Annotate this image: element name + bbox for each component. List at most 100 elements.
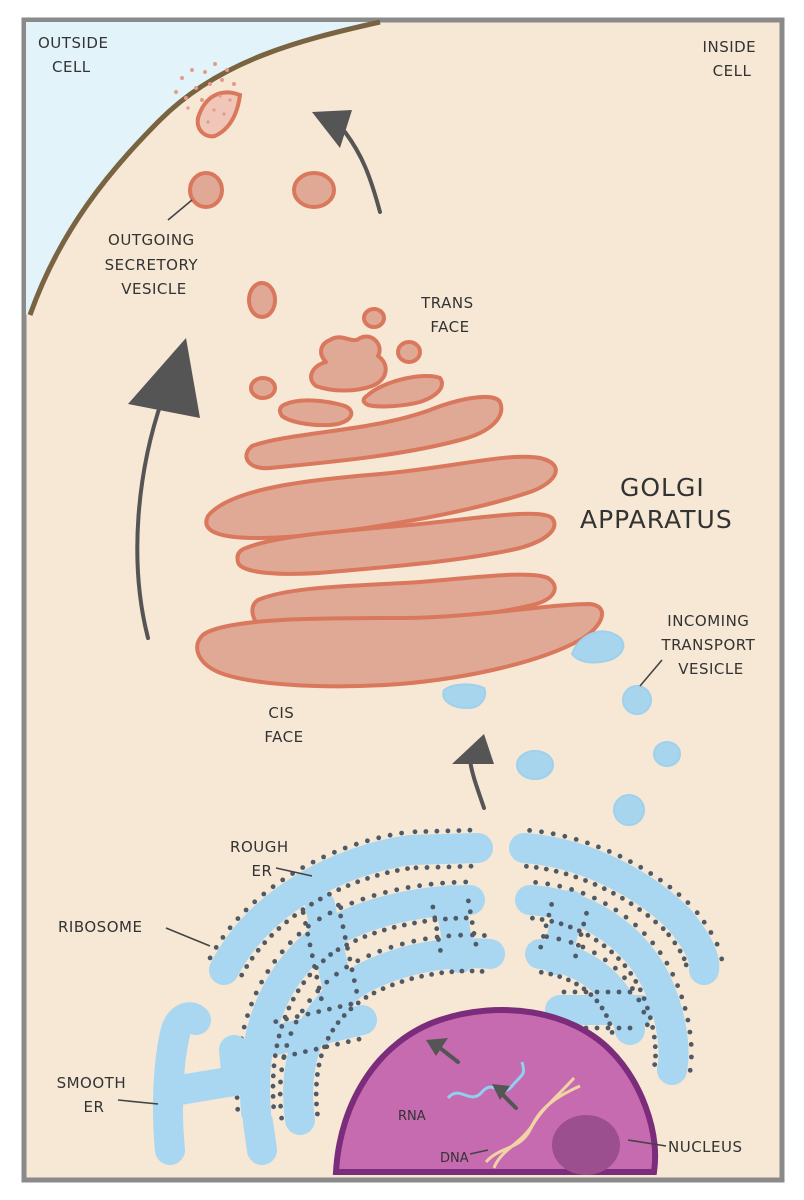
ribosome [348, 1006, 354, 1012]
ribosome [650, 940, 656, 946]
label-cis-face: CIS FACE [264, 704, 303, 746]
ribosome [438, 948, 443, 953]
ribosome [434, 828, 440, 834]
ribosome [253, 990, 259, 996]
ribosome [399, 830, 404, 836]
ribosome [411, 938, 417, 944]
ribosome [278, 1103, 283, 1109]
ribosome [592, 882, 598, 887]
ribosome [255, 947, 261, 953]
ribosome [269, 933, 274, 938]
ribosome [682, 1006, 688, 1011]
ribosome [314, 1081, 319, 1087]
transport-vesicle [613, 794, 645, 826]
ribosome [313, 1046, 319, 1052]
ribosome [424, 865, 430, 870]
ribosome [388, 944, 394, 950]
ribosome [349, 967, 355, 973]
ribosome [279, 1115, 284, 1121]
ribosome [314, 974, 320, 980]
ribosome [387, 832, 393, 838]
ribosome [469, 920, 475, 925]
golgi-cisterna [277, 398, 354, 428]
ribosome [436, 937, 441, 942]
ribosome [353, 841, 359, 847]
ribosome [644, 1022, 650, 1028]
ribosome [309, 901, 314, 907]
ribosome [557, 883, 563, 889]
ribosome [611, 890, 616, 896]
er-sheet [541, 890, 585, 975]
ribosome [604, 1013, 609, 1018]
ribosome [334, 971, 339, 977]
ribosome [417, 883, 422, 889]
transport-vesicle [516, 750, 554, 780]
label-ribosome: RIBOSOME [58, 918, 142, 936]
ribosome [272, 959, 278, 964]
ribosome [541, 934, 546, 939]
ribosome [573, 837, 579, 842]
ribosome [719, 956, 725, 962]
er-sheet [509, 833, 720, 985]
ribosome [592, 895, 597, 901]
secreted-particles [174, 62, 236, 124]
smooth-er-tube [153, 1002, 211, 1165]
ribosome [252, 899, 258, 905]
ribosome [562, 833, 568, 839]
ribosome [320, 958, 326, 964]
ribosome [351, 978, 357, 983]
ribosome [584, 910, 589, 916]
ribosome [270, 884, 276, 890]
ribosome [446, 864, 452, 870]
label-incoming-transport-vesicle: INCOMING TRANSPORT VESICLE [660, 612, 760, 678]
ribosome [354, 988, 359, 994]
ribosome [588, 992, 594, 997]
er-sheet [209, 833, 493, 985]
arrow-shaft [500, 1092, 518, 1110]
label-rough-er: ROUGH ER [230, 838, 294, 880]
ribosome [310, 859, 316, 865]
cell-membrane [27, 19, 381, 316]
ribosome [328, 952, 333, 957]
transport-vesicle [653, 741, 681, 767]
ribosome [687, 1067, 693, 1073]
arrow-shaft [343, 130, 382, 214]
ribosome [583, 989, 589, 995]
ribosome [321, 854, 326, 860]
ribosome [276, 926, 282, 931]
ribosome [463, 915, 469, 921]
ribosome [241, 1024, 247, 1030]
ribosome [651, 1034, 657, 1040]
ribosome [356, 1036, 362, 1042]
ribosome [609, 949, 614, 955]
ribosome [342, 935, 348, 940]
ribosome [657, 950, 663, 956]
ribosome [641, 996, 647, 1001]
golgi-cisterna [244, 394, 504, 471]
ribosome [307, 942, 313, 948]
ribosome [315, 1072, 320, 1077]
ribosome [563, 871, 569, 877]
secretory-vesicle [396, 340, 422, 364]
ribosome [405, 885, 411, 890]
ribosome [332, 849, 337, 855]
ribosome [601, 943, 607, 949]
ribosome [365, 838, 370, 844]
ribosome [422, 918, 428, 924]
ribosome [456, 828, 462, 833]
ribosome [628, 901, 634, 907]
ribosome [569, 887, 574, 892]
ribosome [652, 1044, 658, 1050]
ribosome [284, 1043, 290, 1048]
label-smooth-er: SMOOTH ER [57, 1074, 132, 1116]
ribosome [616, 956, 621, 961]
ribosome [679, 994, 685, 1000]
ribosome [648, 871, 654, 876]
ribosome [429, 972, 434, 977]
ribosome [324, 1044, 330, 1050]
ribosome [243, 907, 249, 913]
ribosome [371, 990, 377, 996]
ribosome [545, 881, 551, 887]
ribosome [457, 864, 463, 869]
ribosome [383, 890, 388, 895]
